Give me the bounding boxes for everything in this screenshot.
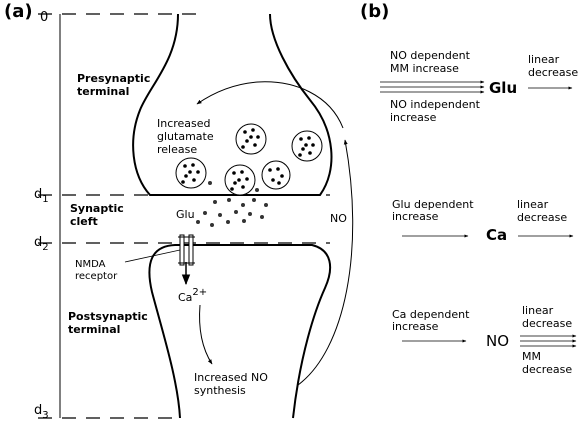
glutamate-molecules — [196, 181, 268, 227]
vesicles — [175, 123, 323, 196]
no-retrograde-arrow — [297, 139, 354, 386]
vesicle — [175, 157, 207, 189]
ca-to-no-arrow — [199, 304, 213, 365]
glu-node: Glu — [489, 79, 517, 97]
vesicle — [224, 164, 256, 196]
postsynaptic-outline — [148, 244, 332, 419]
panel-b-label: (b) — [360, 1, 389, 22]
depth-d2-label: d2 — [34, 235, 49, 253]
vesicle — [261, 160, 291, 190]
depth-0-label: 0 — [40, 10, 48, 25]
ca-node: Ca — [486, 226, 507, 244]
depth-d3-label: d3 — [34, 403, 49, 421]
presynaptic-outline — [132, 13, 333, 196]
depth-d1-label: d1 — [34, 187, 49, 205]
vesicle — [235, 123, 267, 155]
ca-label: Ca2+ — [178, 287, 207, 304]
nmda-receptor — [178, 234, 195, 266]
panel-a-label: (a) — [4, 1, 33, 22]
no-feedback-arrow — [196, 81, 344, 129]
glu-label: Glu — [176, 208, 195, 221]
no-arrow-label: NO — [330, 212, 347, 225]
vesicle — [291, 130, 323, 162]
no-node: NO — [486, 332, 509, 350]
nmda-pointer — [124, 249, 181, 263]
